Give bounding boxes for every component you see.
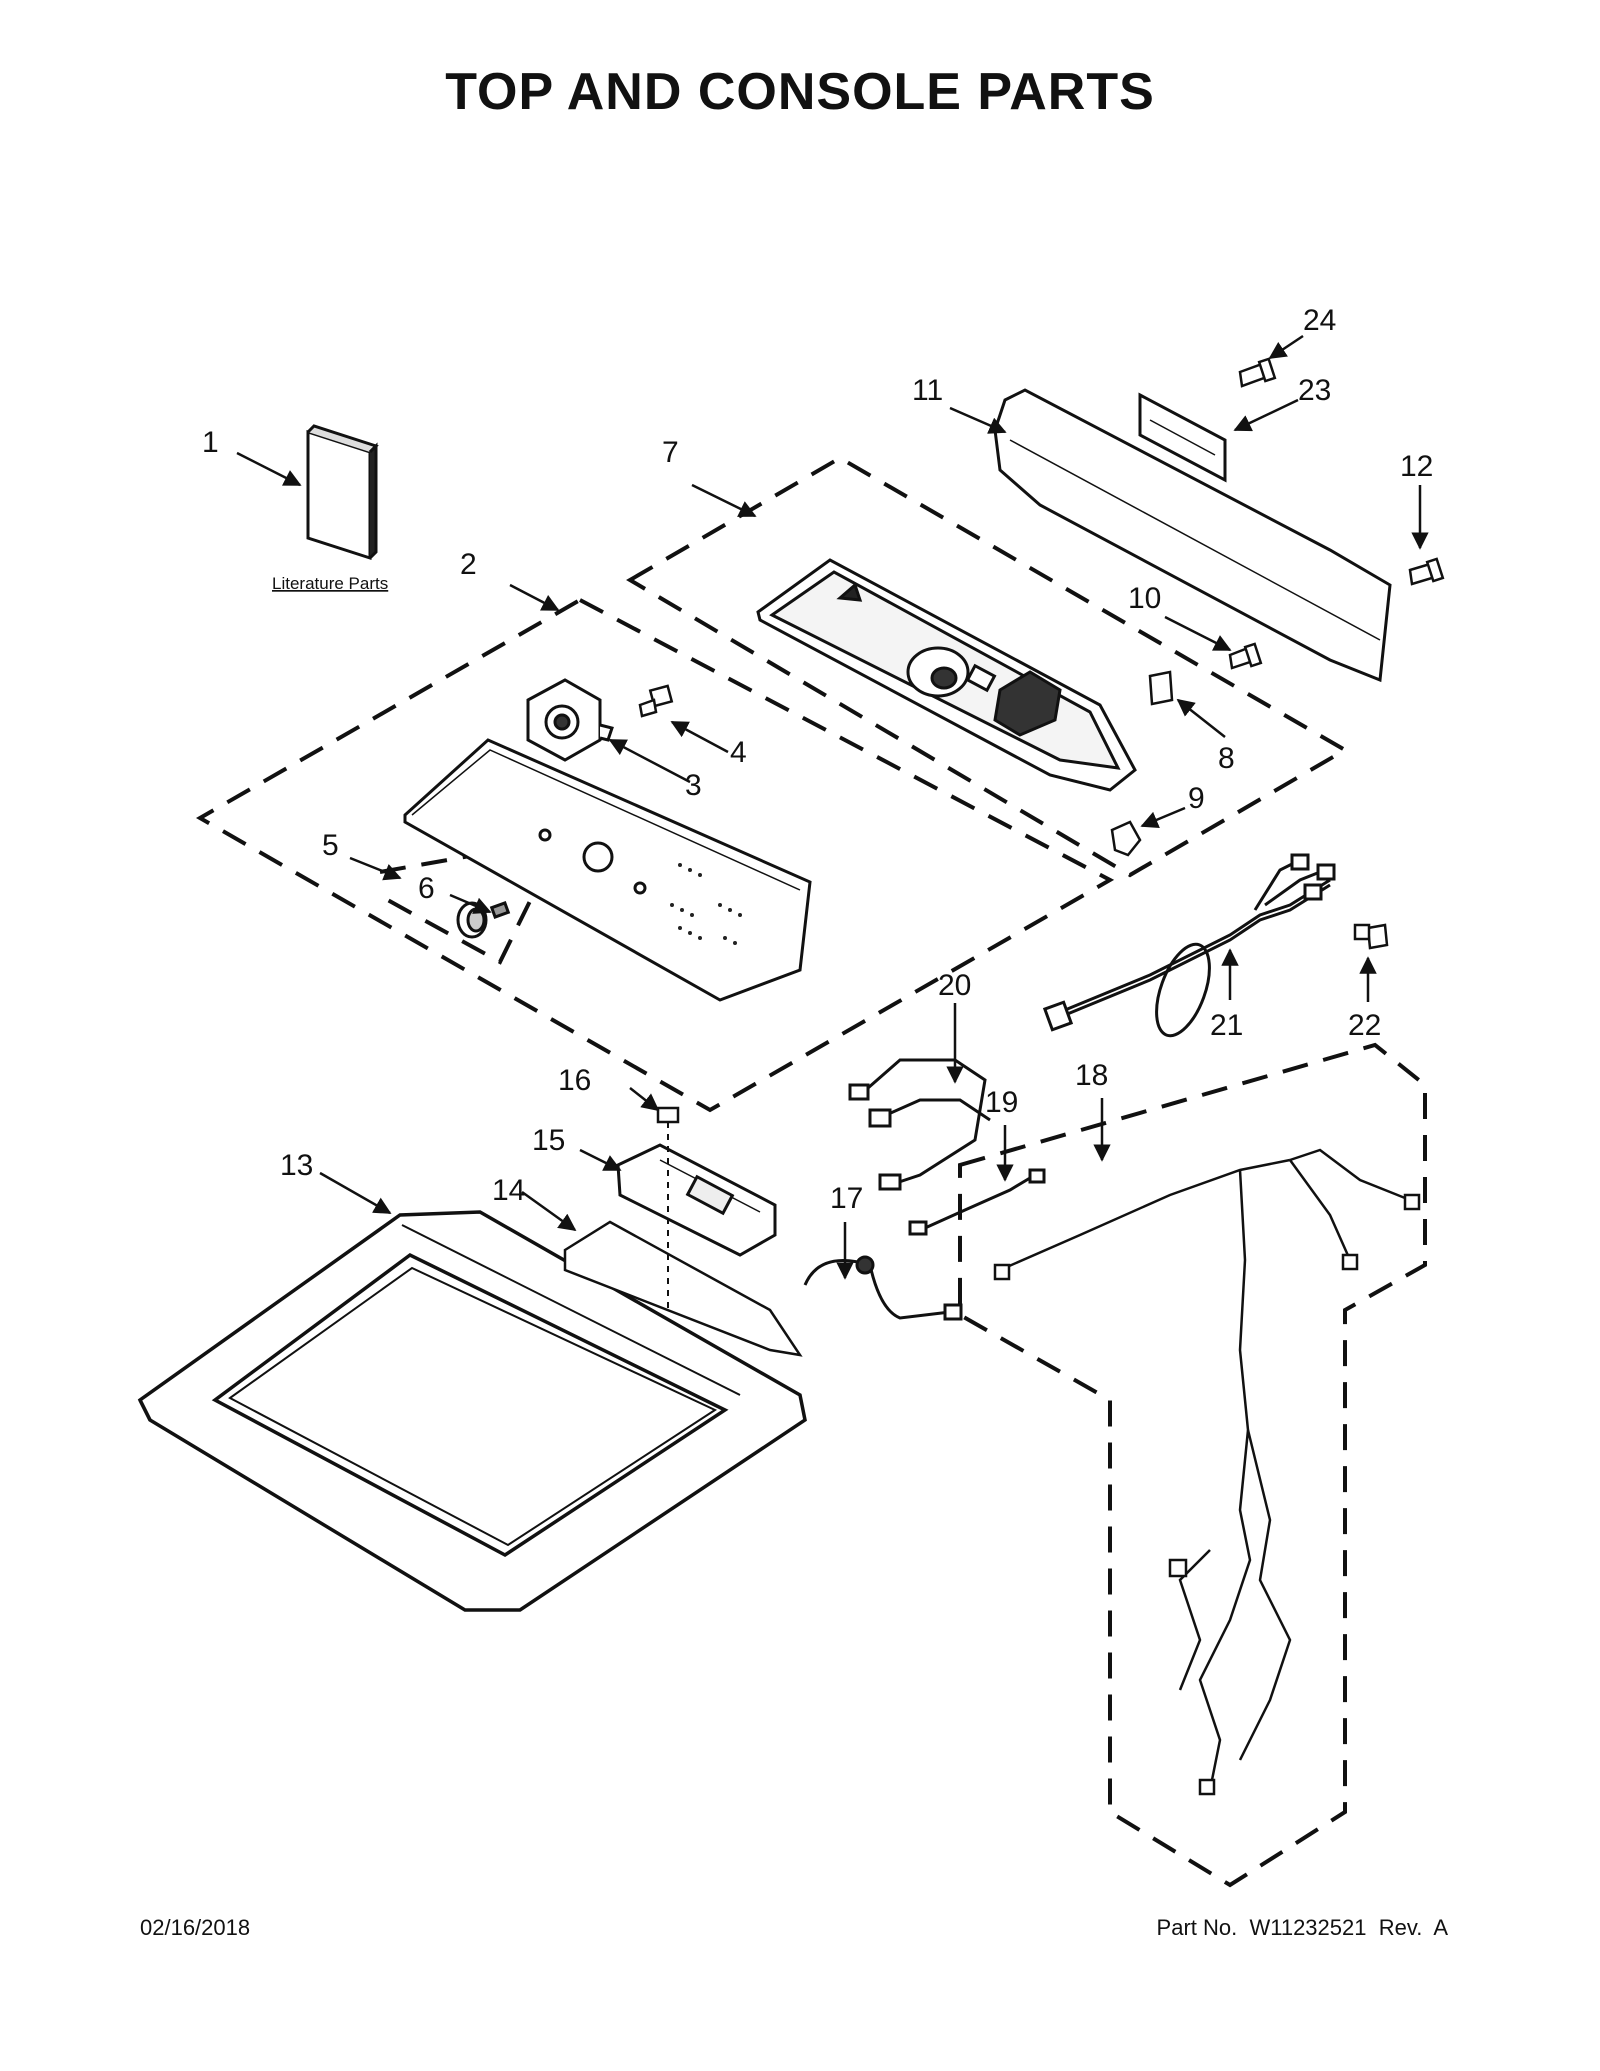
callout-21: 21 bbox=[1210, 1009, 1243, 1042]
callout-13: 13 bbox=[280, 1149, 313, 1182]
callout-8: 8 bbox=[1218, 742, 1235, 775]
callout-17: 17 bbox=[830, 1182, 863, 1215]
callout-2: 2 bbox=[460, 548, 477, 581]
control-unit-drawing bbox=[616, 1143, 777, 1257]
callout-16: 16 bbox=[558, 1064, 591, 1097]
page-title: TOP AND CONSOLE PARTS bbox=[445, 63, 1155, 121]
screw-4-drawing bbox=[638, 684, 674, 718]
screw-24-drawing bbox=[1238, 357, 1277, 388]
main-harness-drawing bbox=[993, 1148, 1421, 1796]
screw-10-drawing bbox=[1228, 642, 1263, 670]
callout-24: 24 bbox=[1303, 304, 1336, 337]
callout-7: 7 bbox=[662, 436, 679, 469]
callout-labels: 1 2 3 4 5 6 7 8 9 10 11 12 13 14 15 16 1… bbox=[202, 304, 1433, 1215]
callout-15: 15 bbox=[532, 1124, 565, 1157]
callout-18: 18 bbox=[1075, 1059, 1108, 1092]
callout-23: 23 bbox=[1298, 374, 1331, 407]
screw-12-drawing bbox=[1408, 557, 1445, 586]
wire-19-drawing bbox=[908, 1168, 1046, 1236]
literature-booklet-drawing bbox=[306, 424, 379, 561]
ui-board-drawing bbox=[526, 678, 614, 762]
callout-1: 1 bbox=[202, 426, 219, 459]
callout-11: 11 bbox=[912, 374, 943, 407]
callout-22: 22 bbox=[1348, 1009, 1381, 1042]
callout-9: 9 bbox=[1188, 782, 1205, 815]
clip-8-drawing bbox=[1148, 670, 1174, 706]
power-cord-drawing bbox=[1042, 853, 1336, 1038]
strain-relief-22-drawing bbox=[1353, 923, 1389, 950]
harness-20-drawing bbox=[848, 1058, 991, 1191]
callout-3: 3 bbox=[685, 769, 702, 802]
callout-5: 5 bbox=[322, 829, 339, 862]
callout-19: 19 bbox=[985, 1086, 1018, 1119]
footer-date: 02/16/2018 bbox=[140, 1915, 251, 1940]
callout-6: 6 bbox=[418, 872, 435, 905]
sensor-17-drawing bbox=[803, 1255, 963, 1321]
console-bracket-drawing bbox=[993, 388, 1392, 683]
clip-9-drawing bbox=[1110, 820, 1142, 857]
screw-16-drawing bbox=[656, 1106, 680, 1310]
control-panel-drawing bbox=[403, 738, 812, 1002]
callout-4: 4 bbox=[730, 736, 747, 769]
callout-12: 12 bbox=[1400, 450, 1433, 483]
group-outline-console-7 bbox=[626, 455, 1349, 878]
group-outline-console-2 bbox=[195, 597, 1115, 1113]
group-outline-harness-18 bbox=[958, 1042, 1427, 1888]
hinge-bracket-drawing bbox=[563, 1220, 803, 1357]
callout-20: 20 bbox=[938, 969, 971, 1002]
literature-parts-label: Literature Parts bbox=[272, 574, 388, 593]
washer-top-drawing bbox=[137, 1210, 807, 1612]
callout-10: 10 bbox=[1128, 582, 1161, 615]
leader-arrows bbox=[236, 334, 1429, 1280]
callout-14: 14 bbox=[492, 1174, 525, 1207]
footer-part-number: Part No. W11232521 Rev. A bbox=[1156, 1915, 1448, 1940]
console-frame-drawing bbox=[756, 558, 1137, 792]
